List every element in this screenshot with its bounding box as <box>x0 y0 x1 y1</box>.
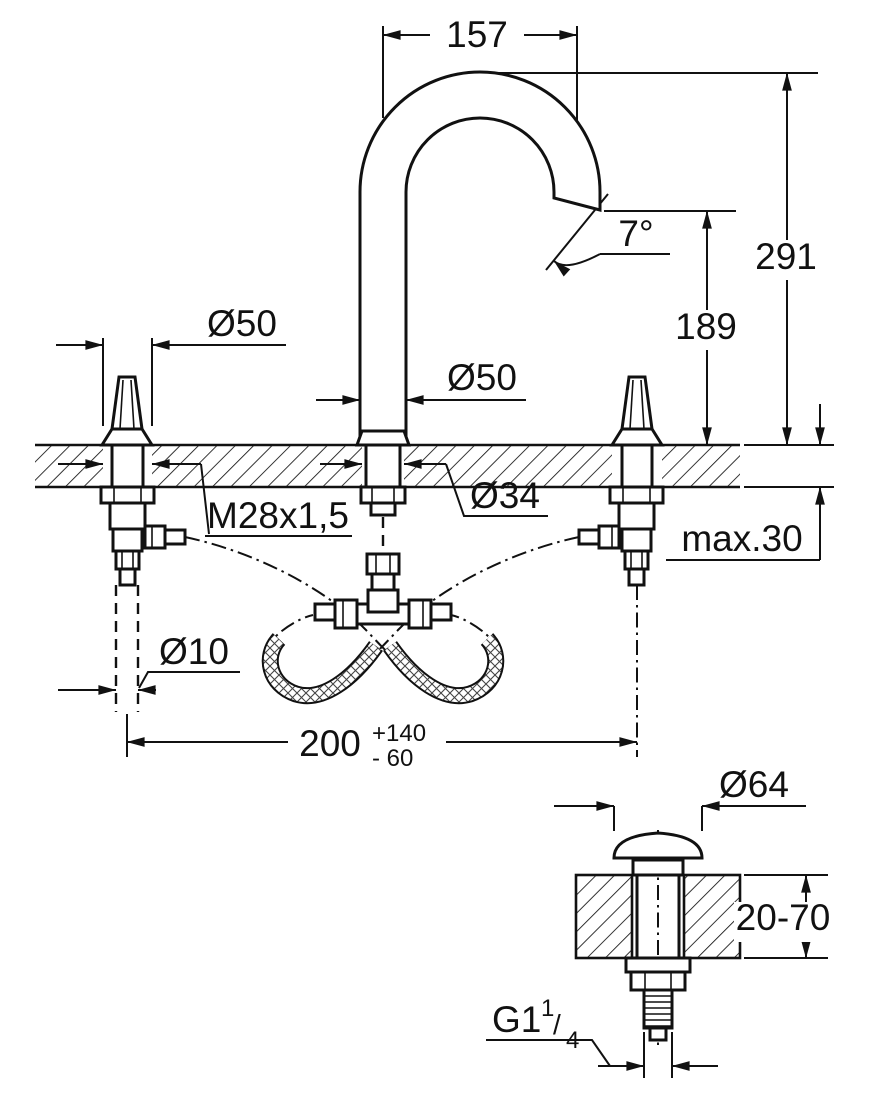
tee-connector <box>313 485 453 630</box>
label-waste-thread-denominator: 4 <box>566 1027 579 1054</box>
label-hole-spacing-tol-plus: +140 <box>372 720 426 747</box>
pop-up-waste-assembly <box>574 830 742 1048</box>
label-waste-thread-numerator: 1 <box>541 995 554 1022</box>
left-handle <box>110 375 144 431</box>
supply-hoses <box>184 536 580 704</box>
label-outlet-angle: 7° <box>618 213 653 254</box>
label-waste-thread-base: G1 <box>492 999 541 1040</box>
label-hole-spacing: 200 <box>299 723 361 764</box>
spout <box>354 70 602 487</box>
right-handle <box>620 375 654 431</box>
label-spout-reach: 157 <box>446 14 508 55</box>
label-outlet-height: 189 <box>675 306 737 347</box>
dimension-labels: 157 291 189 7° Ø50 Ø50 Ø34 M28x1,5 max.3… <box>159 14 832 1054</box>
label-max-counter-thickness: max.30 <box>681 518 802 559</box>
right-valve <box>577 375 665 757</box>
label-waste-thread-slash: / <box>553 1009 561 1040</box>
label-shank-thread: M28x1,5 <box>207 495 349 536</box>
label-hole-spacing-tol-minus: - 60 <box>372 745 413 772</box>
label-supply-pipe-diameter: Ø10 <box>159 631 229 672</box>
label-waste-flange-diameter: Ø64 <box>719 764 789 805</box>
label-waste-counter-thickness: 20-70 <box>736 897 831 938</box>
label-hole-diameter: Ø34 <box>470 475 540 516</box>
label-spout-diameter: Ø50 <box>447 357 517 398</box>
label-handle-diameter: Ø50 <box>207 303 277 344</box>
countertop-cross-section <box>35 443 740 489</box>
waste-plug-cap <box>612 831 704 860</box>
label-overall-height: 291 <box>755 236 817 277</box>
left-valve <box>99 375 187 712</box>
spout-base <box>354 429 412 447</box>
